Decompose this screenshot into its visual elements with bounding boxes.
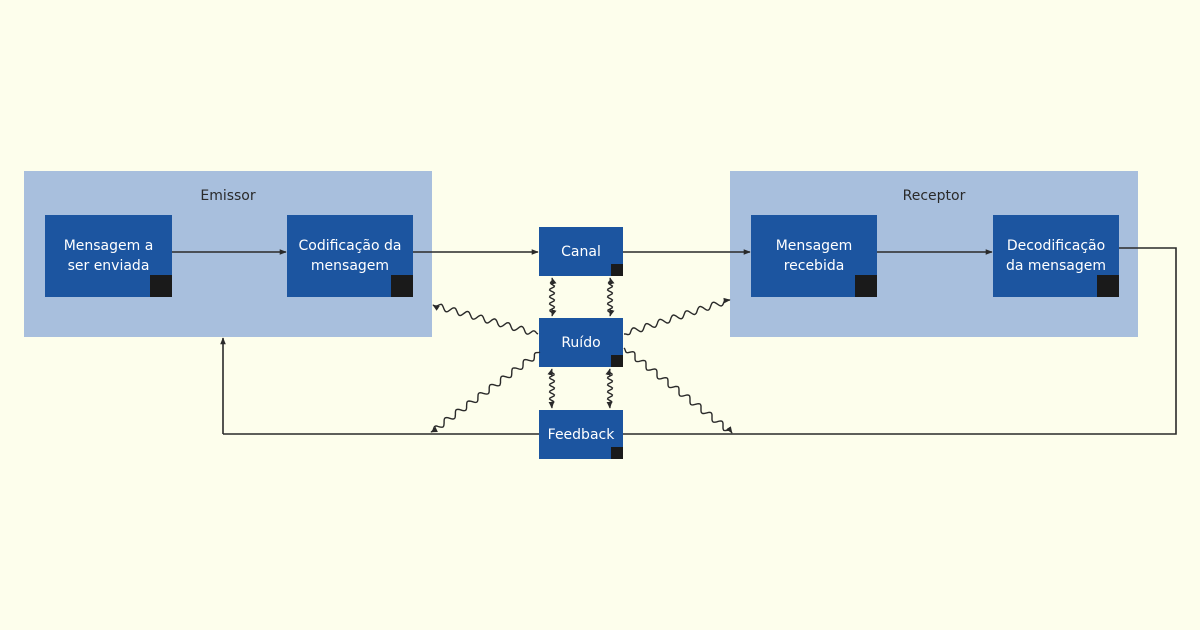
channel-label: Canal (561, 243, 601, 260)
channel-box: Canal (539, 227, 623, 276)
noise-to-emitter-wave (432, 303, 539, 335)
noise-feedback-wave-left (547, 368, 556, 409)
message-to-send-box: Mensagem a ser enviada (45, 215, 172, 297)
message-received-box: Mensagem recebida (751, 215, 877, 297)
encoding-box: Codificação da mensagem (287, 215, 413, 297)
noise-to-feedback-right-wave (623, 347, 733, 434)
receiver-title: Receptor (902, 188, 966, 204)
message-to-send-label: Mensagem a ser enviada (63, 238, 154, 274)
noise-box: Ruído (539, 318, 623, 367)
message-received-label: Mensagem recebida (775, 238, 853, 274)
decoding-box: Decodificação da mensagem (993, 215, 1119, 297)
emitter-title: Emissor (200, 188, 256, 204)
feedback-loop-line (623, 247, 1177, 435)
noise-to-receiver-wave (623, 297, 731, 336)
feedback-box: Feedback (539, 410, 623, 459)
noise-feedback-wave-right (605, 368, 614, 409)
decoding-label: Decodificação da mensagem (1005, 238, 1107, 274)
noise-to-feedback-left-wave (430, 351, 541, 433)
noise-channel-wave-left (548, 277, 557, 317)
emitter-group: Emissor Mensagem a ser enviada Codificaç… (24, 171, 432, 337)
receiver-group: Receptor Mensagem recebida Decodificação… (730, 171, 1138, 337)
feedback-label: Feedback (547, 426, 615, 443)
noise-waves (430, 277, 733, 434)
noise-label: Ruído (561, 334, 601, 351)
encoding-label: Codificação da mensagem (298, 238, 402, 274)
noise-channel-wave-right (606, 277, 615, 317)
